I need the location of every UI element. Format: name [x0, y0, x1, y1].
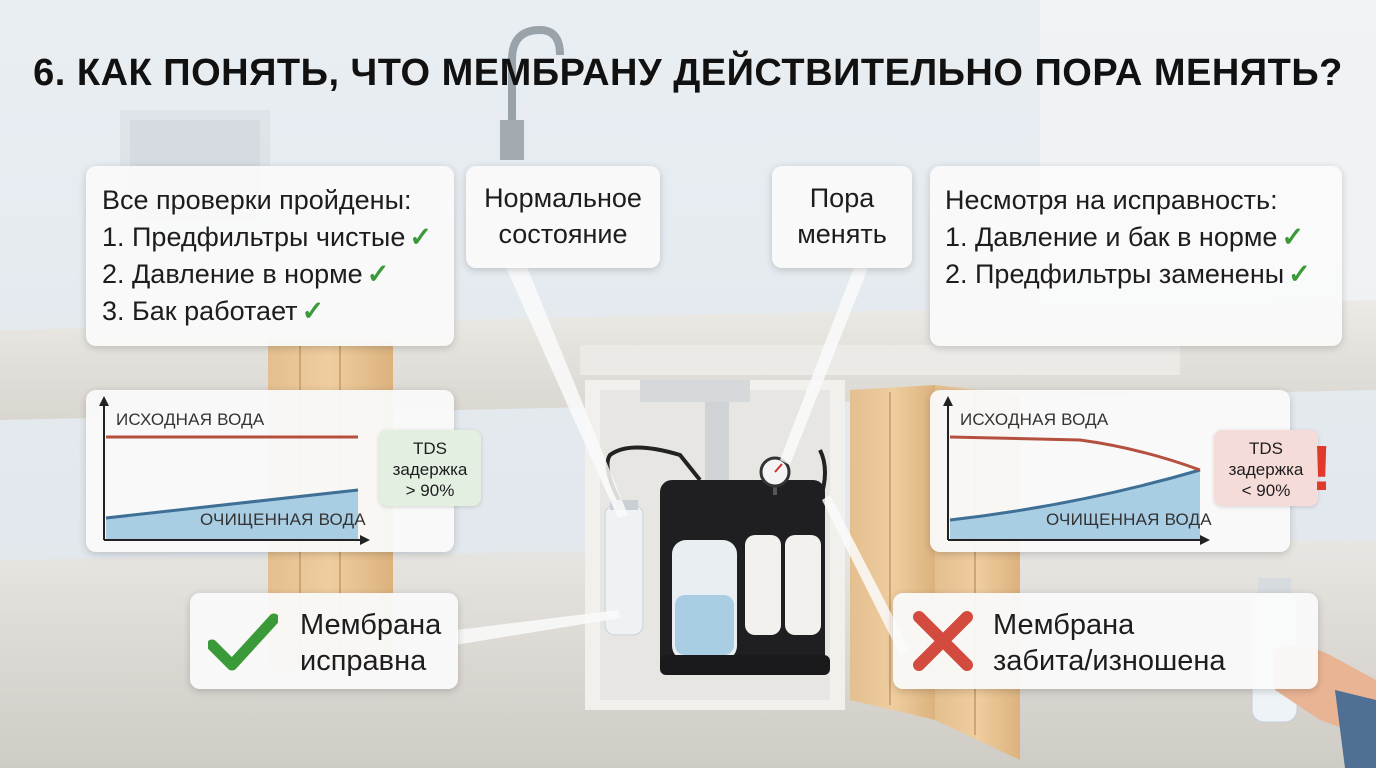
checkmark-icon: ✓ [366, 259, 390, 289]
membrane-clogged-card: Мембрана забита/изношена [893, 593, 1318, 689]
checks-passed-card: Все проверки пройдены: 1. Предфильтры чи… [86, 166, 454, 346]
despite-working-card: Несмотря на исправность: 1. Давление и б… [930, 166, 1342, 346]
clean-water-line [105, 488, 359, 520]
membrane-clogged-line2: забита/изношена [993, 645, 1226, 677]
membrane-ok-card: Мембрана исправна [190, 593, 458, 689]
source-water-line [949, 435, 1201, 472]
tds-value: < 90% [1241, 481, 1291, 500]
clean-water-line [949, 468, 1201, 522]
tds-bad-badge: TDS задержка < 90% [1214, 430, 1318, 506]
clean-water-area [106, 490, 358, 539]
checkmark-icon: ✓ [1281, 222, 1305, 252]
despite-heading: Несмотря на исправность: [945, 185, 1278, 215]
check-item-label: 3. Бак работает [102, 296, 298, 326]
cross-icon [913, 611, 973, 671]
warning-icon: ! [1311, 432, 1333, 504]
checkmark-icon: ✓ [1288, 259, 1311, 289]
membrane-ok-text: Мембрана исправна [300, 607, 441, 679]
normal-state-line1: Нормальное [484, 183, 642, 213]
check-item-label: 1. Предфильтры чистые [102, 222, 406, 252]
check-item-label: 1. Давление и бак в норме [945, 222, 1278, 252]
check-item: 1. Давление и бак в норме✓ [945, 219, 1342, 256]
big-checkmark-icon [208, 613, 278, 671]
normal-state-callout: Нормальное состояние [466, 166, 660, 268]
check-item: 3. Бак работает✓ [102, 293, 454, 330]
source-water-label: ИСХОДНАЯ ВОДА [116, 410, 265, 429]
checkmark-icon: ✓ [301, 296, 325, 326]
membrane-clogged-line1: Мембрана [993, 609, 1135, 641]
tds-value: > 90% [405, 481, 455, 500]
clean-water-label: ОЧИЩЕННАЯ ВОДА [1046, 510, 1212, 529]
checkmark-icon: ✓ [409, 222, 432, 252]
tds-ok-badge: TDS задержка > 90% [379, 430, 481, 506]
checks-passed-heading: Все проверки пройдены: [102, 185, 412, 215]
clean-water-label: ОЧИЩЕННАЯ ВОДА [200, 510, 366, 529]
normal-state-line2: состояние [498, 219, 628, 249]
check-item: 2. Предфильтры заменены✓ [945, 256, 1342, 293]
left-tds-chart-card: ИСХОДНАЯ ВОДА ОЧИЩЕННАЯ ВОДА TDS задержк… [86, 390, 481, 552]
page-title: 6. КАК ПОНЯТЬ, ЧТО МЕМБРАНУ ДЕЙСТВИТЕЛЬН… [33, 52, 1343, 94]
replace-line1: Пора [809, 183, 875, 213]
tds-label: TDS [1249, 439, 1283, 458]
check-item: 1. Предфильтры чистые✓ [102, 219, 454, 256]
check-item: 2. Давление в норме✓ [102, 256, 454, 293]
replace-line2: менять [797, 219, 887, 249]
left-tds-chart [99, 396, 370, 545]
right-tds-chart [943, 396, 1210, 545]
right-tds-chart-card: ИСХОДНАЯ ВОДА ОЧИЩЕННАЯ ВОДА TDS задержк… [930, 390, 1318, 552]
source-water-label: ИСХОДНАЯ ВОДА [960, 410, 1109, 429]
time-to-replace-callout: Пора менять [772, 166, 912, 268]
membrane-ok-line1: Мембрана [300, 609, 442, 641]
check-item-label: 2. Давление в норме [102, 259, 363, 289]
tds-retention-label: задержка [392, 460, 468, 479]
membrane-clogged-text: Мембрана забита/изношена [993, 607, 1226, 679]
tds-retention-label: задержка [1228, 460, 1304, 479]
membrane-ok-line2: исправна [300, 645, 427, 677]
check-item-label: 2. Предфильтры заменены [945, 259, 1285, 289]
tds-label: TDS [413, 439, 447, 458]
